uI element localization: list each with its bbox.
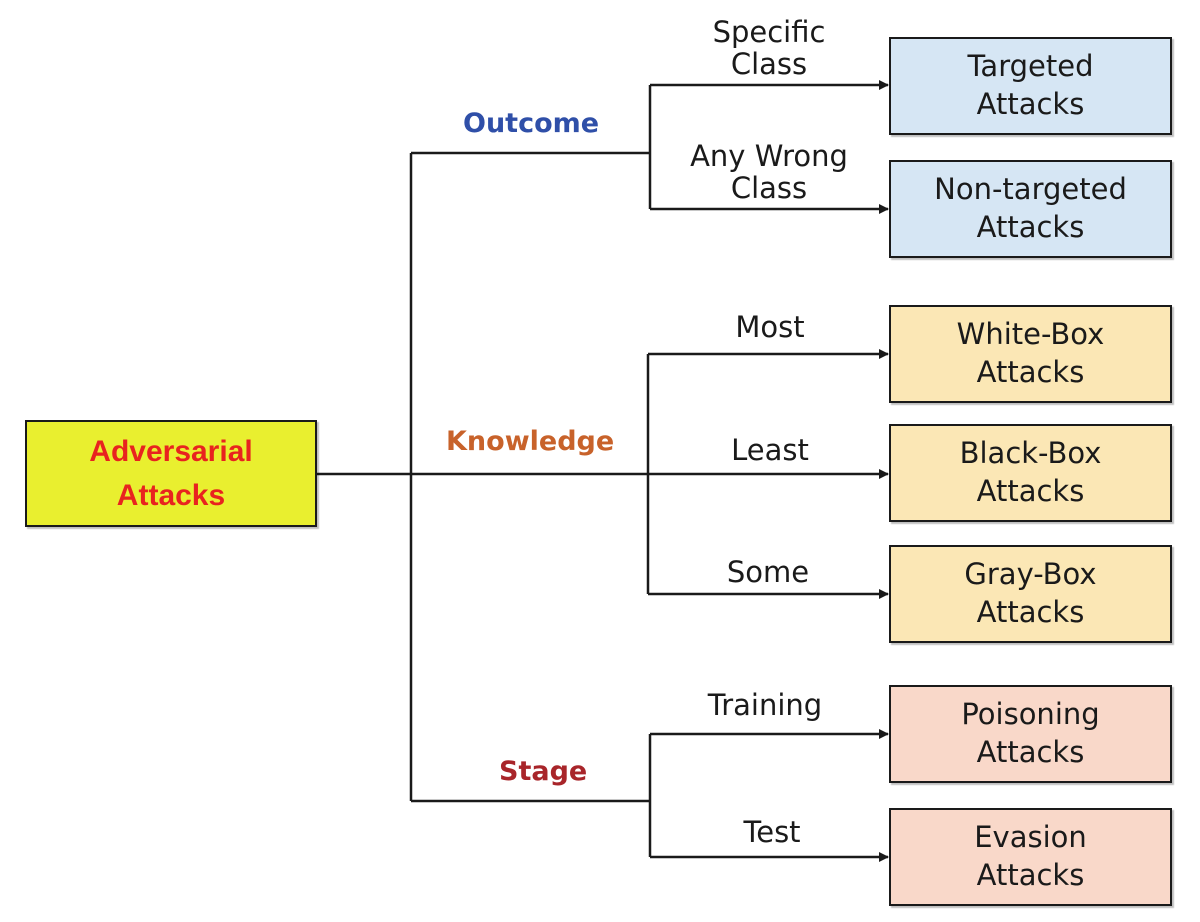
edge-label-specific-class: Specific Class <box>712 15 826 81</box>
leaf-box-evasion-attacks: Evasion Attacks <box>889 808 1172 906</box>
root-label-line2: Attacks <box>116 478 226 512</box>
category-label-stage: Stage <box>499 756 588 787</box>
edge-label-least: Least <box>731 433 809 467</box>
root-box: Adversarial Attacks <box>25 420 317 527</box>
leaf-box-black-box-attacks: Black-Box Attacks <box>889 424 1172 522</box>
edge-label-most: Most <box>735 310 805 344</box>
leaf-box-non-targeted-attacks: Non-targeted Attacks <box>889 160 1172 258</box>
leaf-box-white-box-attacks: White-Box Attacks <box>889 305 1172 403</box>
category-label-knowledge: Knowledge <box>446 426 615 457</box>
edge-label-any-wrong-class: Any Wrong Class <box>690 139 848 205</box>
edge-label-some: Some <box>726 555 810 589</box>
edge-label-training: Training <box>707 688 823 722</box>
leaf-box-poisoning-attacks: Poisoning Attacks <box>889 685 1172 783</box>
root-label-line1: Adversarial <box>89 435 253 468</box>
category-label-outcome: Outcome <box>463 108 600 139</box>
edge-label-test: Test <box>743 815 801 849</box>
leaf-box-gray-box-attacks: Gray-Box Attacks <box>889 545 1172 643</box>
leaf-box-targeted-attacks: Targeted Attacks <box>889 37 1172 135</box>
